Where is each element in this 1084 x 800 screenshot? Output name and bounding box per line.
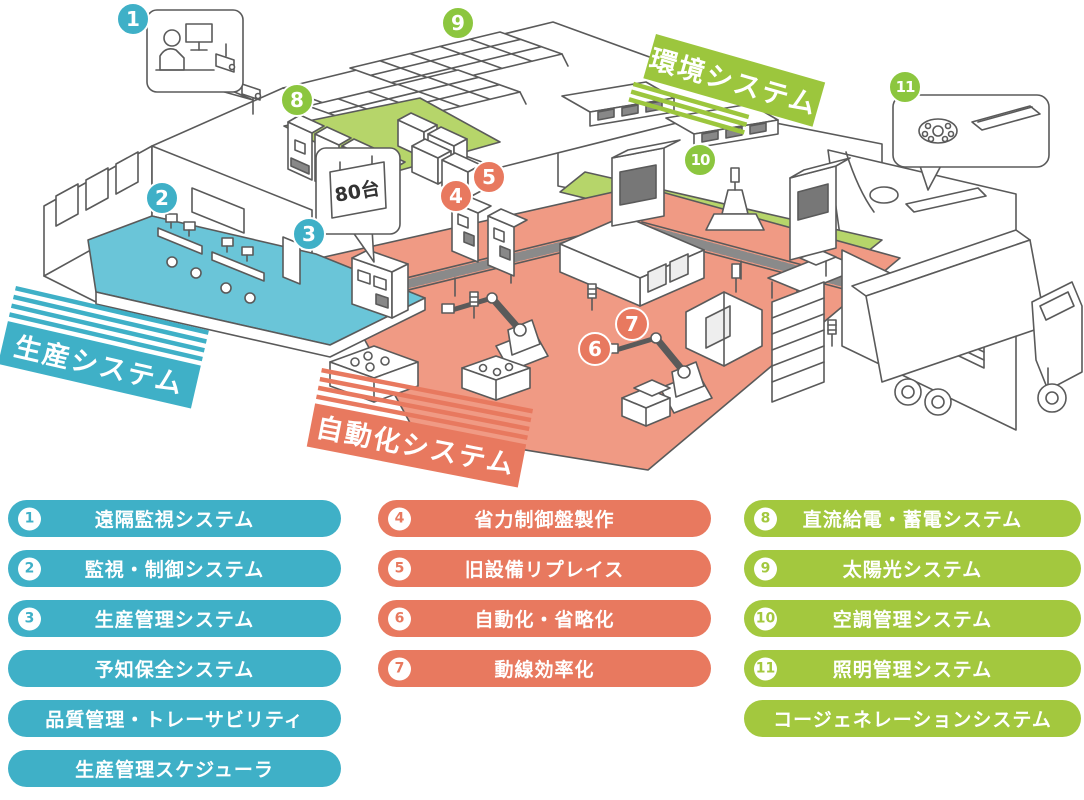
marker-5: 5 <box>472 160 506 194</box>
legend-item-label: 遠隔監視システム <box>94 509 255 531</box>
legend-item: 3 生産管理システム <box>8 600 341 637</box>
linear-light-icon <box>971 105 1041 131</box>
round-light-icon <box>918 118 958 144</box>
legend-item: 2 監視・制御システム <box>8 550 341 587</box>
marker-9: 9 <box>441 6 475 40</box>
marker-3: 3 <box>292 217 326 251</box>
rotary-machine <box>705 167 765 231</box>
legend-item-number: 7 <box>388 657 411 680</box>
cctv-camera <box>241 83 262 115</box>
andon-light <box>827 319 837 347</box>
legend-item-number: 4 <box>388 507 411 530</box>
legend-production-column: 1 遠隔監視システム 2 監視・制御システム 3 生産管理システム 予知保全シス… <box>8 500 341 800</box>
marker-8: 8 <box>280 83 314 117</box>
legend-item: 8 直流給電・蓄電システム <box>744 500 1081 537</box>
legend-item-number: 3 <box>18 607 41 630</box>
marker-11: 11 <box>888 70 922 104</box>
legend-item-number: 11 <box>754 657 777 680</box>
legend-item-label: 品質管理・トレーサビリティ <box>45 709 304 731</box>
legend-item: 11 照明管理システム <box>744 650 1081 687</box>
legend-item-label: 旧設備リプレイス <box>464 559 625 581</box>
office-room <box>43 87 426 358</box>
legend-item: 9 太陽光システム <box>744 550 1081 587</box>
robot-arm <box>441 292 549 372</box>
legend-item-label: 動線効率化 <box>494 659 595 681</box>
legend-item: 予知保全システム <box>8 650 341 687</box>
legend-item-number: 6 <box>388 607 411 630</box>
legend-item-label: 省力制御盤製作 <box>474 509 615 531</box>
capacity-sign: 80台 <box>329 155 387 219</box>
legend-item: 品質管理・トレーサビリティ <box>8 700 341 737</box>
robot-arm <box>605 332 713 414</box>
legend-item-label: 生産管理スケジューラ <box>75 759 274 781</box>
legend-item-label: 予知保全システム <box>94 659 255 681</box>
marker-4: 4 <box>439 179 473 213</box>
office-whiteboard <box>191 187 245 234</box>
legend-item-label: 直流給電・蓄電システム <box>802 509 1023 531</box>
marker-10: 10 <box>683 143 717 177</box>
legend-item-label: 照明管理システム <box>832 659 993 681</box>
office-window <box>55 183 79 227</box>
office-window <box>115 151 139 195</box>
legend-item-number: 9 <box>754 557 777 580</box>
legend-environment-column: 8 直流給電・蓄電システム 9 太陽光システム 10 空調管理システム 11 照… <box>744 500 1081 750</box>
legend-automation-column: 4 省力制御盤製作 5 旧設備リプレイス 6 自動化・省略化 7 動線効率化 <box>378 500 711 700</box>
legend-item-number: 10 <box>754 607 777 630</box>
legend-item: 10 空調管理システム <box>744 600 1081 637</box>
control-cabinet <box>351 249 409 319</box>
andon-light <box>587 283 597 311</box>
packing-table <box>767 249 863 309</box>
legend-item: 7 動線効率化 <box>378 650 711 687</box>
marker-2: 2 <box>145 181 179 215</box>
legend-item: 生産管理スケジューラ <box>8 750 341 787</box>
tunnel-machine <box>559 215 705 307</box>
marker-7: 7 <box>615 307 649 341</box>
hvac-floor-unit <box>611 139 681 227</box>
callout-lighting <box>892 94 1050 191</box>
callout-capacity: 80台 <box>315 147 401 263</box>
legend-item: 1 遠隔監視システム <box>8 500 341 537</box>
legend-item-number: 5 <box>388 557 411 580</box>
ceiling-lights <box>869 186 987 213</box>
callout-remote-monitoring <box>146 9 254 101</box>
legend-item-label: 生産管理システム <box>94 609 255 631</box>
parts-crate <box>461 355 531 401</box>
legend-item-number: 8 <box>754 507 777 530</box>
solar-panel-array-back <box>349 31 569 91</box>
office-front-wall <box>95 291 426 358</box>
cctv-camera-icon <box>215 43 236 73</box>
marker-6: 6 <box>578 332 612 366</box>
press-machine <box>685 263 763 367</box>
legend-item-label: 監視・制御システム <box>84 559 265 581</box>
legend-item: 5 旧設備リプレイス <box>378 550 711 587</box>
office-window <box>85 167 109 211</box>
legend-item-label: コージェネレーションシステム <box>773 709 1052 731</box>
packed-boxes <box>621 379 671 427</box>
legend-item-number: 1 <box>18 507 41 530</box>
delivery-truck <box>851 229 1083 416</box>
legend-item: コージェネレーションシステム <box>744 700 1081 737</box>
legend-item-label: 太陽光システム <box>842 559 983 581</box>
legend-item: 6 自動化・省略化 <box>378 600 711 637</box>
andon-light <box>469 291 479 319</box>
factory-illustration: 生産システム 自動化システム 環境システム <box>0 9 1083 488</box>
control-panels <box>451 194 528 277</box>
office-desks <box>157 213 265 304</box>
operator-at-monitor-icon <box>155 23 215 71</box>
legend-item-label: 空調管理システム <box>832 609 993 631</box>
legend-item: 4 省力制御盤製作 <box>378 500 711 537</box>
marker-1: 1 <box>116 2 150 36</box>
legend-item-number: 2 <box>18 557 41 580</box>
legend-item-label: 自動化・省略化 <box>474 609 615 631</box>
hvac-tall-unit <box>789 157 851 261</box>
factory-diagram: 生産システム 自動化システム 環境システム <box>0 2 1083 488</box>
